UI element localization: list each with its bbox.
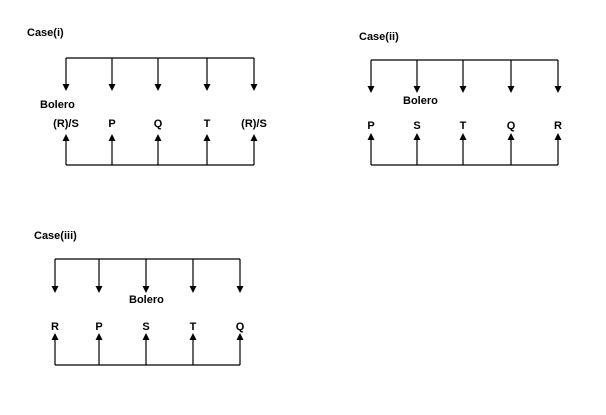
case-2-marker-label: Bolero [403, 95, 438, 107]
case-3-position-5: Q [236, 321, 245, 333]
case-1-marker-label: Bolero [40, 99, 75, 111]
case-1-down-arrow-3 [154, 84, 162, 91]
case-3-marker-label: Bolero [129, 294, 164, 306]
case-3-down-arrow-3 [142, 286, 150, 293]
case-1-position-1: (R)/S [53, 118, 79, 130]
case-3-down-arrow-4 [189, 286, 197, 293]
case-3-position-4: T [190, 321, 197, 333]
case-2-down-arrow-4 [507, 86, 515, 93]
case-2-group: Case(ii) P S T Q R Bolero [359, 31, 562, 166]
case-2-position-2: S [413, 120, 420, 132]
case-1-up-arrow-2 [108, 134, 116, 141]
case-2-up-arrow-2 [413, 133, 421, 140]
case-2-position-1: P [367, 120, 374, 132]
case-1-position-4: T [204, 118, 211, 130]
case-1-position-2: P [108, 118, 115, 130]
case-2-up-arrow-3 [459, 133, 467, 140]
case-2-position-3: T [460, 120, 467, 132]
case-2-position-4: Q [507, 120, 516, 132]
case-1-title: Case(i) [27, 27, 64, 39]
case-1-up-arrow-4 [203, 134, 211, 141]
case-3-up-arrow-3 [142, 333, 150, 340]
case-2-down-arrow-2 [413, 86, 421, 93]
case-2-down-arrow-5 [554, 86, 562, 93]
case-3-down-arrow-1 [51, 286, 59, 293]
case-2-position-5: R [554, 120, 562, 132]
case-3-up-arrow-2 [95, 333, 103, 340]
case-1-up-arrow-3 [154, 134, 162, 141]
case-1-group: Case(i) (R)/S P Q T (R)/S Bolero [27, 27, 267, 166]
case-3-position-3: S [142, 321, 149, 333]
case-2-up-arrow-4 [507, 133, 515, 140]
case-3-up-arrow-5 [236, 333, 244, 340]
case-3-title: Case(iii) [34, 230, 77, 242]
case-2-title: Case(ii) [359, 31, 399, 43]
case-3-down-arrow-5 [236, 286, 244, 293]
case-3-group: Case(iii) R P S T Q Bolero [34, 230, 245, 366]
case-1-up-arrow-5 [250, 134, 258, 141]
case-1-down-arrow-5 [250, 84, 258, 91]
case-3-down-arrow-2 [95, 286, 103, 293]
case-1-down-arrow-2 [108, 84, 116, 91]
case-1-up-arrow-1 [62, 134, 70, 141]
case-1-position-5: (R)/S [241, 118, 267, 130]
case-3-up-arrow-4 [189, 333, 197, 340]
case-1-position-3: Q [154, 118, 163, 130]
case-3-position-2: P [95, 321, 102, 333]
case-2-up-arrow-1 [367, 133, 375, 140]
case-1-down-arrow-4 [203, 84, 211, 91]
case-3-position-1: R [51, 321, 59, 333]
case-2-down-arrow-3 [459, 86, 467, 93]
case-1-down-arrow-1 [62, 84, 70, 91]
case-2-down-arrow-1 [367, 86, 375, 93]
case-2-up-arrow-5 [554, 133, 562, 140]
case-3-up-arrow-1 [51, 333, 59, 340]
